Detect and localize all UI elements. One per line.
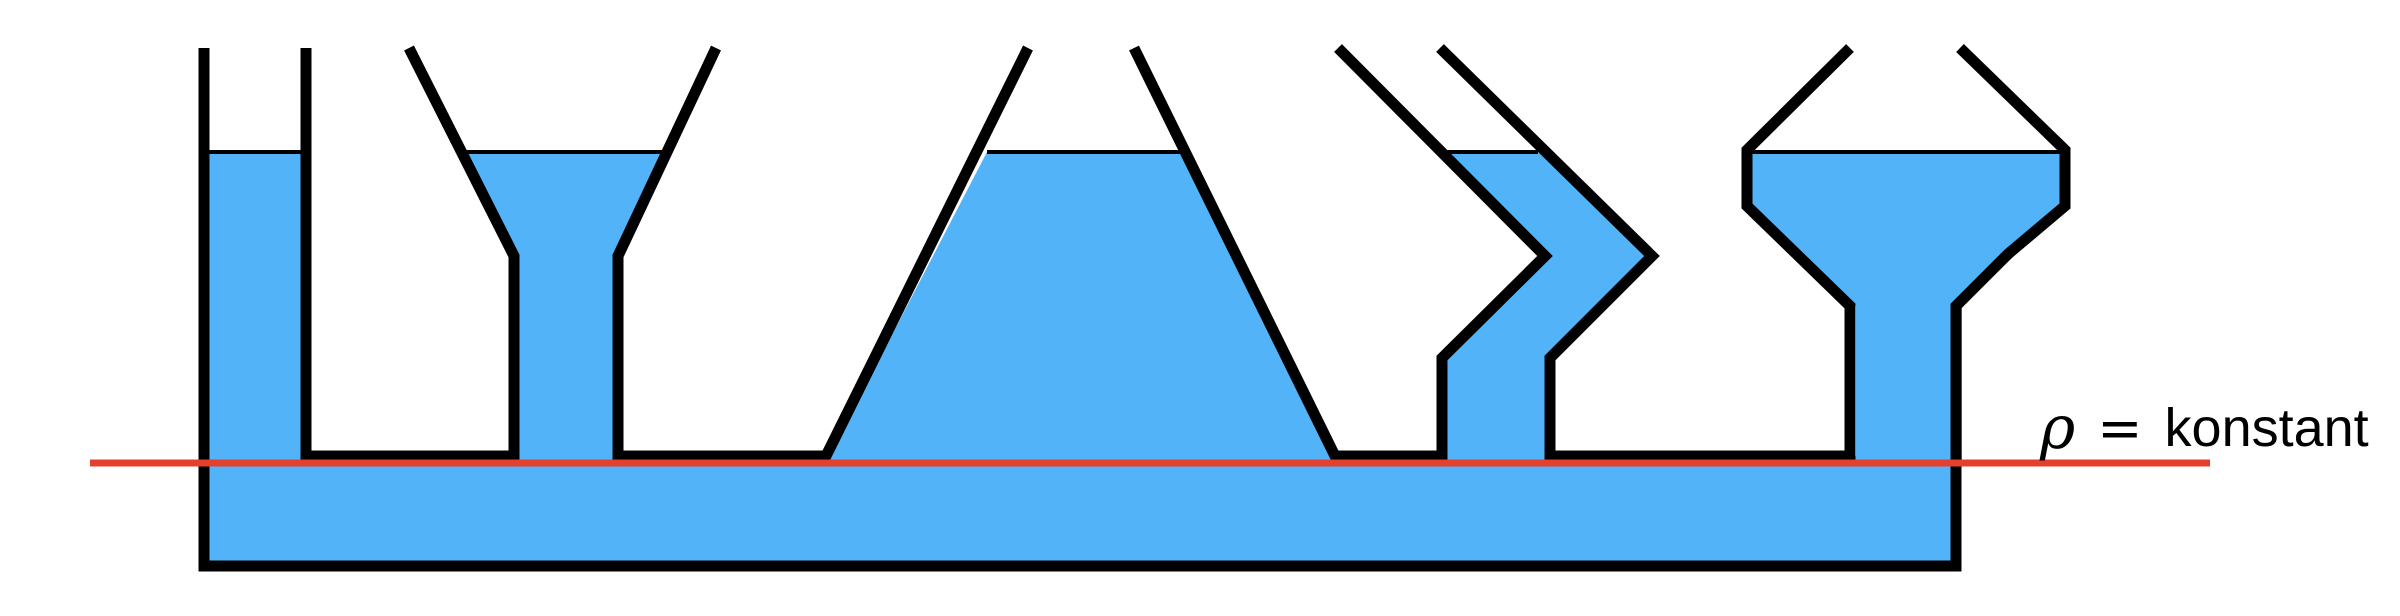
rho-symbol: ρ <box>2040 393 2076 463</box>
water-vessel-5 <box>1747 152 2065 462</box>
vessel-1-inner-wall <box>300 45 520 462</box>
vessel-4-right-wall <box>1436 44 1856 462</box>
constant-text: konstant <box>2164 398 2369 458</box>
water-vessel-2 <box>466 152 663 462</box>
water-vessel-1 <box>204 152 306 462</box>
water-fill <box>204 152 2065 566</box>
water-bottom-channel <box>204 456 1956 566</box>
vessel-2-right-wall <box>612 45 1033 462</box>
water-vessel-3 <box>826 152 1335 462</box>
density-constant-label: ρ = konstant <box>2040 388 2369 468</box>
vessel-3-right-wall <box>1129 44 1553 462</box>
equals-sign: = <box>2097 396 2143 460</box>
water-vessel-4 <box>1440 152 1652 462</box>
